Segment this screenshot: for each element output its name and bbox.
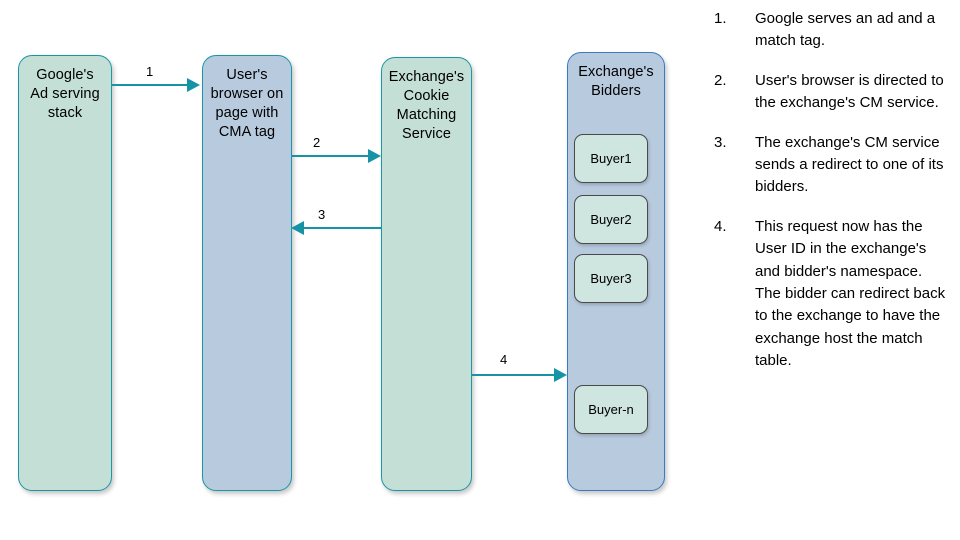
buyer-3-label: Buyer3 xyxy=(590,271,632,286)
buyer-2-label: Buyer2 xyxy=(590,212,632,227)
step-2-number: 2. xyxy=(714,71,727,89)
arrow-1-label: 1 xyxy=(146,64,154,79)
steps-list: 1. Google serves an ad and a match tag. … xyxy=(700,8,950,390)
list-item: 4. This request now has the User ID in t… xyxy=(700,216,950,373)
buyer-1-label: Buyer1 xyxy=(590,151,632,166)
arrow-2-label: 2 xyxy=(313,135,321,150)
step-3-number: 3. xyxy=(714,133,727,151)
buyer-box-n: Buyer-n xyxy=(574,385,648,434)
step-4-number: 4. xyxy=(714,217,727,235)
arrow-4-head-icon xyxy=(554,368,567,382)
lane-exchange-cookie-matching-service: Exchange's Cookie Matching Service xyxy=(381,57,472,491)
arrow-3-line xyxy=(302,227,381,229)
arrow-4-line xyxy=(472,374,557,376)
step-1-text: Google serves an ad and a match tag. xyxy=(755,10,936,50)
arrow-2-line xyxy=(292,155,369,157)
step-4-text: This request now has the User ID in the … xyxy=(755,217,946,370)
lane-google-ad-serving-stack: Google's Ad serving stack xyxy=(18,55,112,491)
arrow-2-head-icon xyxy=(368,149,381,163)
list-item: 2. User's browser is directed to the exc… xyxy=(700,70,950,115)
lane-google-label: Google's Ad serving stack xyxy=(30,67,100,121)
list-item: 1. Google serves an ad and a match tag. xyxy=(700,8,950,53)
lane-bidders-label: Exchange's Bidders xyxy=(578,64,654,99)
lane-browser-label: User's browser on page with CMA tag xyxy=(210,67,284,140)
arrow-3-label: 3 xyxy=(318,207,326,222)
buyer-box-1: Buyer1 xyxy=(574,134,648,183)
arrow-1-line xyxy=(112,84,189,86)
lane-cms-label: Exchange's Cookie Matching Service xyxy=(388,69,465,142)
list-item: 3. The exchange's CM service sends a red… xyxy=(700,132,950,199)
step-2-text: User's browser is directed to the exchan… xyxy=(755,71,944,112)
step-1-number: 1. xyxy=(714,10,727,27)
buyer-box-3: Buyer3 xyxy=(574,254,648,303)
lane-user-browser: User's browser on page with CMA tag xyxy=(202,55,292,491)
arrow-1-head-icon xyxy=(187,78,200,92)
buyer-box-2: Buyer2 xyxy=(574,195,648,244)
step-3-text: The exchange's CM service sends a redire… xyxy=(755,133,944,196)
buyer-n-label: Buyer-n xyxy=(588,402,634,417)
arrow-4-label: 4 xyxy=(500,352,508,367)
arrow-3-head-icon xyxy=(291,221,304,235)
